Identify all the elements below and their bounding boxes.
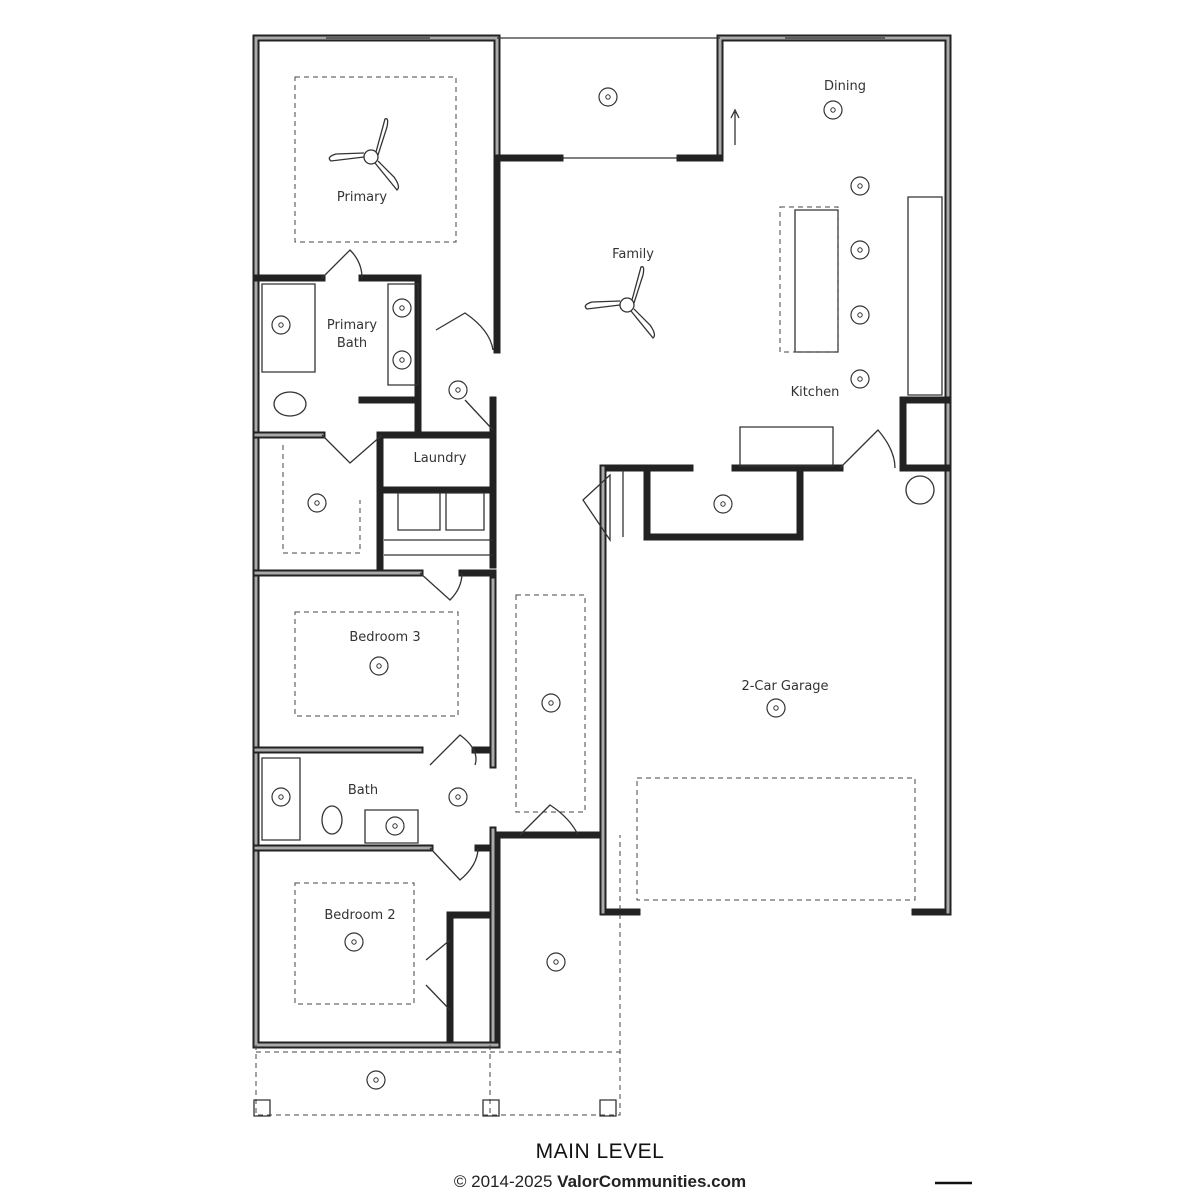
ceiling-light-icon: [850, 176, 870, 196]
ceiling-lights: [271, 87, 870, 1090]
ceiling-light-icon: [713, 494, 733, 514]
ceiling-light-icon: [850, 240, 870, 260]
ceiling-light-icon: [598, 87, 618, 107]
brand-name: ValorCommunities.com: [557, 1172, 747, 1191]
ceiling-light-icon: [366, 1070, 386, 1090]
copyright-years: © 2014-2025: [453, 1172, 553, 1191]
room-label-primary-bath: Primary: [327, 318, 378, 333]
room-label-kitchen: Kitchen: [791, 385, 840, 400]
ceiling-light-icon: [448, 380, 468, 400]
copyright: © 2014-2025 ValorCommunities.com: [0, 1172, 1200, 1192]
interior-walls: [252, 76, 952, 1117]
ceiling-light-icon: [385, 816, 405, 836]
ceiling-light-icon: [850, 305, 870, 325]
ceiling-light-icon: [392, 298, 412, 318]
room-label-laundry: Laundry: [414, 451, 467, 466]
ceiling-light-icon: [823, 100, 843, 120]
room-labels: Primary Primary Bath Family Dining Kitch…: [324, 79, 866, 923]
ceiling-light-icon: [546, 952, 566, 972]
ceiling-light-icon: [541, 693, 561, 713]
ceiling-light-icon: [271, 787, 291, 807]
room-label-primary-bath-2: Bath: [337, 336, 367, 351]
ceiling-fans: [328, 118, 656, 339]
room-label-dining: Dining: [824, 79, 866, 94]
room-label-bath: Bath: [348, 783, 378, 798]
room-label-primary: Primary: [337, 190, 388, 205]
ceiling-light-icon: [448, 787, 468, 807]
ceiling-light-icon: [271, 315, 291, 335]
ceiling-light-icon: [766, 698, 786, 718]
room-label-bedroom-3: Bedroom 3: [349, 630, 420, 645]
ceiling-light-icon: [307, 493, 327, 513]
room-label-family: Family: [612, 247, 654, 262]
ceiling-fan-icon: [584, 266, 656, 339]
ceiling-light-icon: [392, 350, 412, 370]
exterior-walls: [252, 34, 952, 1049]
plan-title: MAIN LEVEL: [535, 1140, 665, 1163]
room-label-garage: 2-Car Garage: [741, 679, 828, 694]
ceiling-light-icon: [850, 369, 870, 389]
ceiling-light-icon: [344, 932, 364, 952]
ceiling-light-icon: [369, 656, 389, 676]
room-label-bedroom-2: Bedroom 2: [324, 908, 395, 923]
ceiling-fan-icon: [328, 118, 400, 191]
